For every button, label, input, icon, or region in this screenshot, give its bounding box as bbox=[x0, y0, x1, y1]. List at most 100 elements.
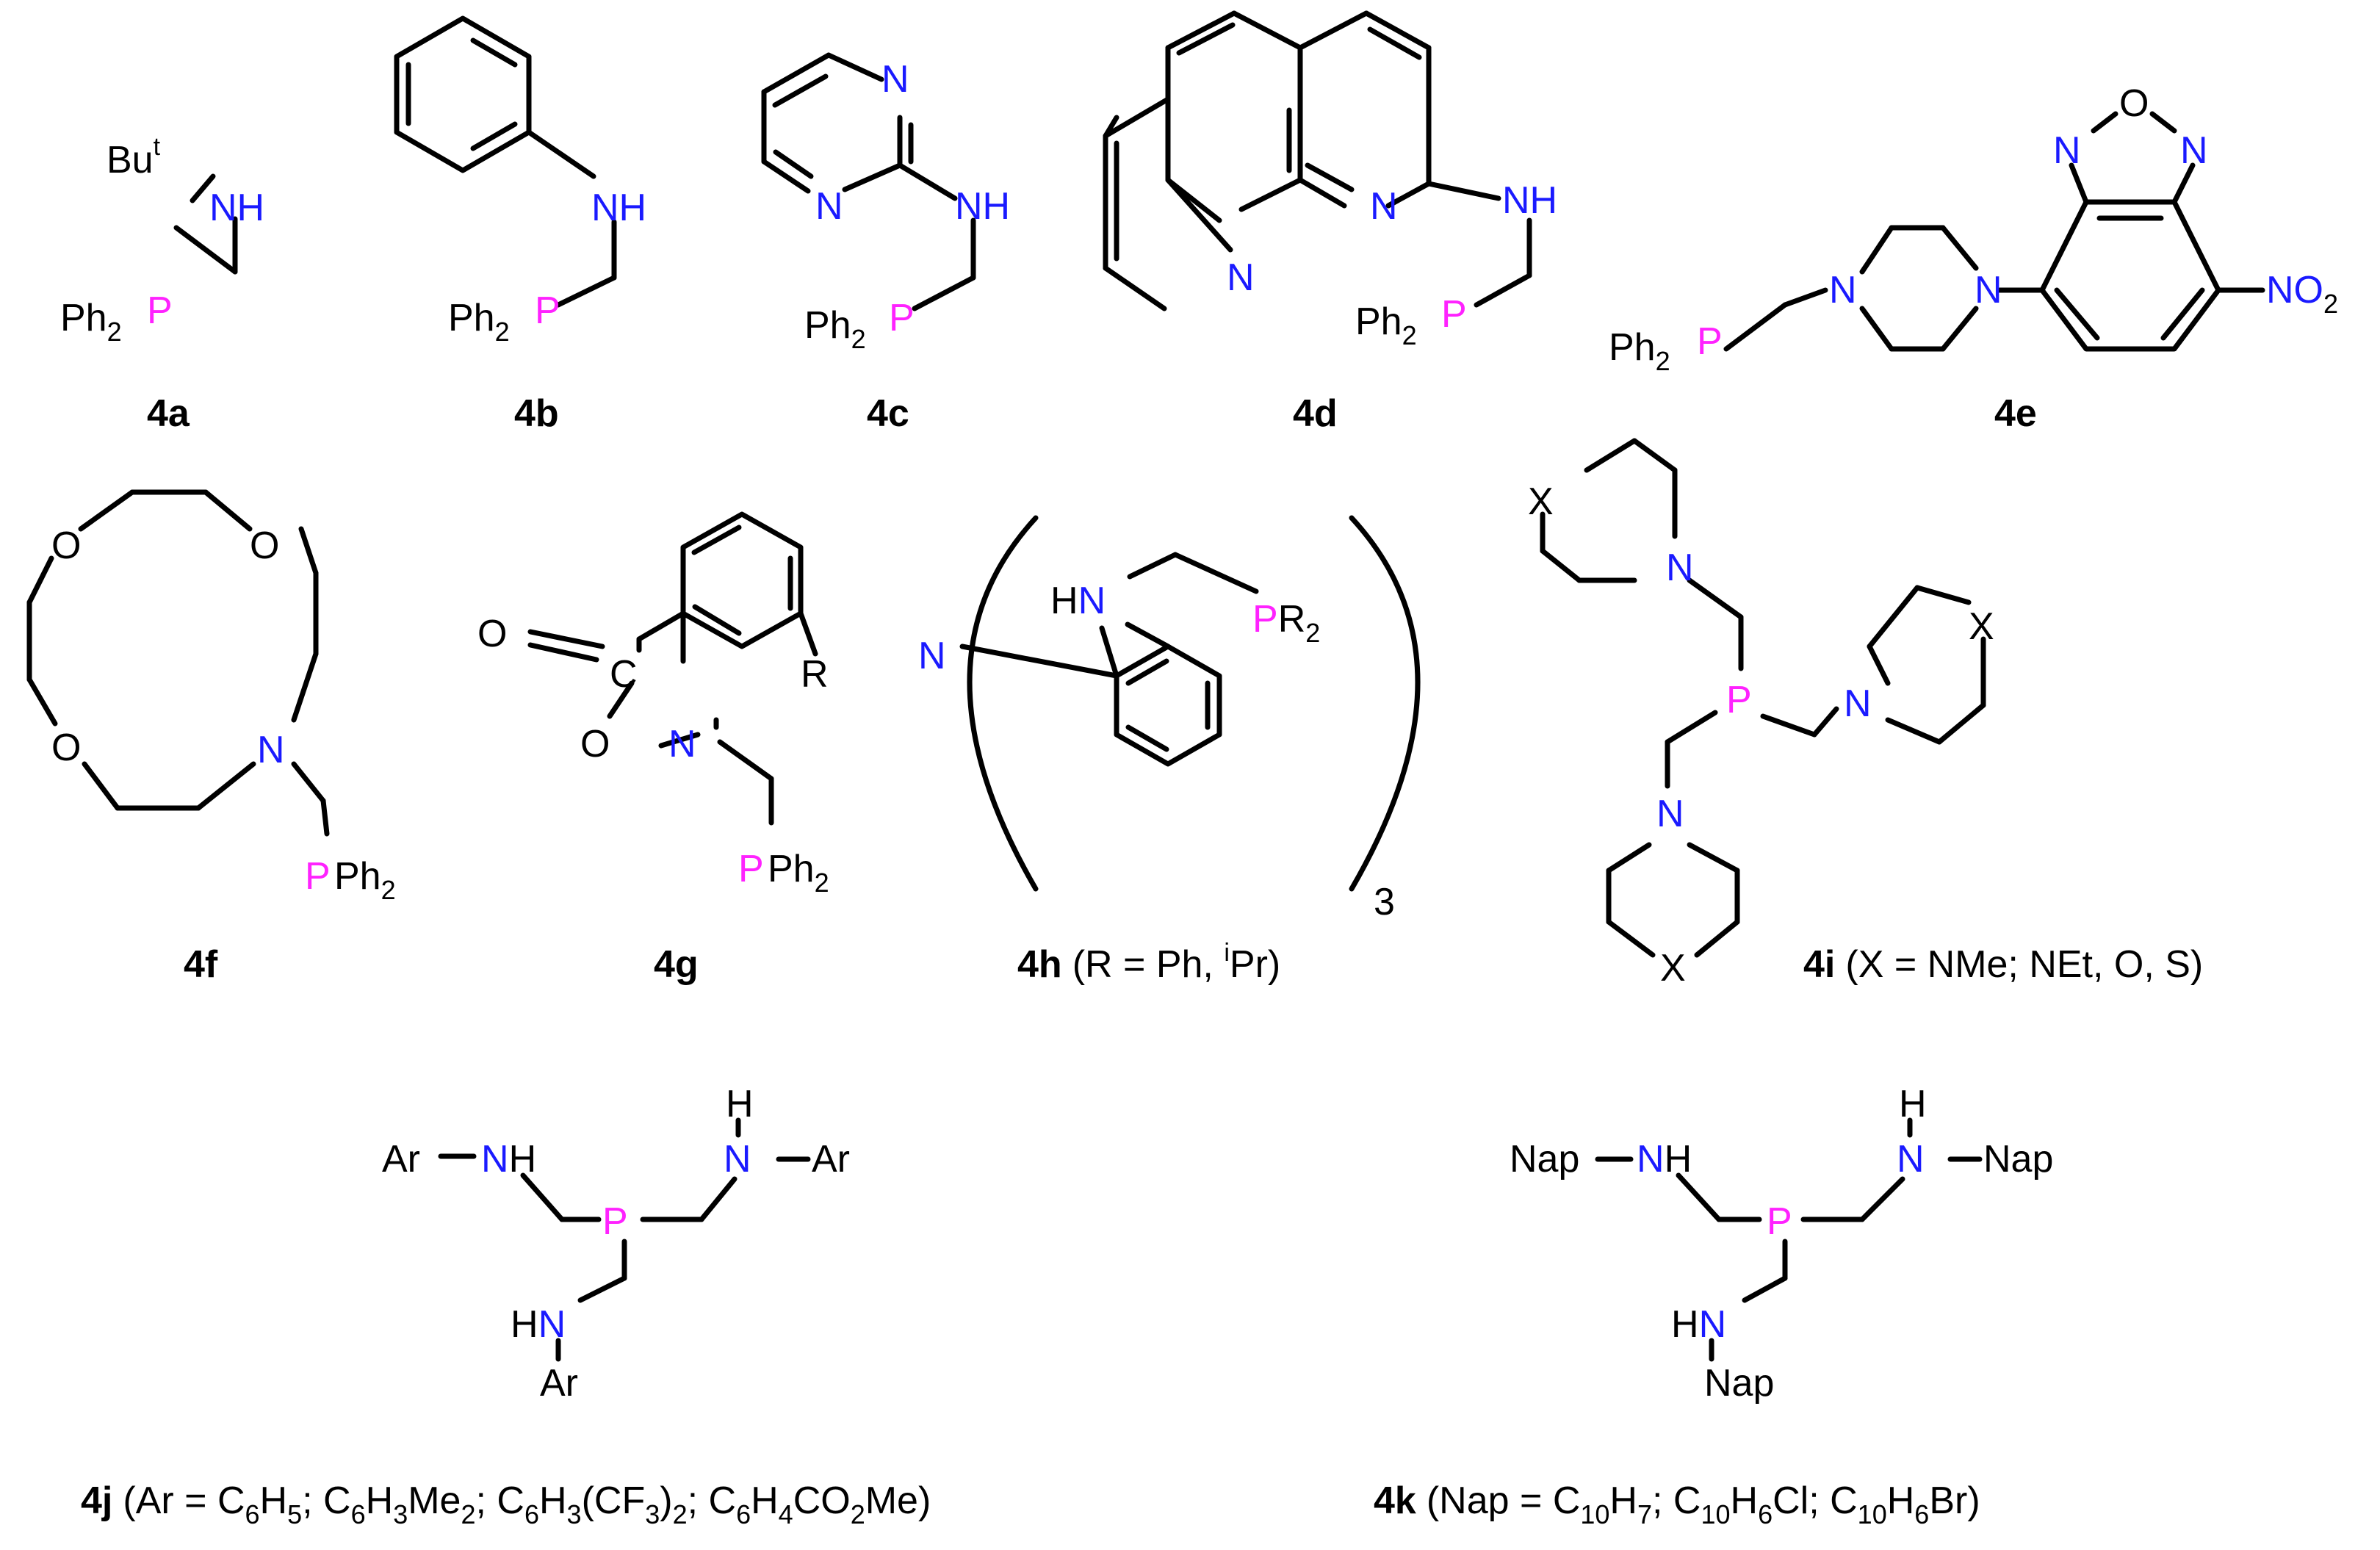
caption-subscript: 7 bbox=[1637, 1499, 1652, 1529]
atom-n: N bbox=[1975, 269, 2002, 311]
compound-number: 4k bbox=[1374, 1479, 1416, 1522]
structure-4k bbox=[1595, 1117, 1983, 1362]
caption-text: H bbox=[539, 1479, 567, 1522]
structure-4b bbox=[394, 15, 617, 308]
atom-n: N bbox=[2180, 129, 2208, 172]
caption-subscript: 6 bbox=[351, 1499, 366, 1529]
atom-n: N bbox=[918, 635, 946, 677]
atom-n: N bbox=[1656, 793, 1684, 835]
atom-n: N bbox=[1844, 682, 1872, 725]
caption-subscript: 6 bbox=[524, 1499, 539, 1529]
caption-text: (Ar = C bbox=[123, 1479, 245, 1522]
caption-text: ; C bbox=[476, 1479, 524, 1522]
atom-hn: HN bbox=[1050, 580, 1106, 622]
atom-bu: But bbox=[107, 133, 161, 181]
caption-subscript: 6 bbox=[1914, 1499, 1929, 1529]
structure-4d bbox=[1103, 10, 1532, 311]
structure-4j bbox=[438, 1117, 811, 1362]
atom-nap: Nap bbox=[1704, 1362, 1774, 1405]
structure-4e bbox=[1723, 111, 2265, 352]
atom-n: N bbox=[1829, 269, 1857, 311]
structure-4a bbox=[173, 173, 238, 275]
atom-nh: NH bbox=[1502, 179, 1557, 222]
structure-4c bbox=[761, 52, 976, 311]
caption-text: H bbox=[260, 1479, 288, 1522]
atom-hn: HN bbox=[511, 1303, 566, 1346]
atom-o: O bbox=[477, 613, 507, 655]
caption-text: Cl; C bbox=[1773, 1479, 1858, 1522]
atom-ph2: Ph2 bbox=[804, 304, 866, 354]
caption-text: H bbox=[1731, 1479, 1759, 1522]
atom-o: O bbox=[51, 727, 81, 769]
atom-ph2: Ph2 bbox=[1355, 300, 1417, 350]
atom-n: N bbox=[1370, 185, 1398, 228]
atom-n: N bbox=[1227, 256, 1255, 299]
caption-subscript: 10 bbox=[1580, 1499, 1609, 1529]
compound-label-4b: 4b bbox=[514, 392, 559, 435]
atom-n: N bbox=[2053, 129, 2081, 172]
atom-o: O bbox=[51, 525, 81, 567]
atom-x: X bbox=[1660, 947, 1686, 990]
compound-label-4d: 4d bbox=[1293, 392, 1338, 435]
atom-nap: Nap bbox=[1983, 1138, 2053, 1180]
atom-ar: Ar bbox=[382, 1138, 420, 1180]
atom-p: P bbox=[738, 848, 764, 890]
structure-4g bbox=[527, 511, 818, 826]
atom-ph2: Ph2 bbox=[334, 855, 396, 905]
compound-label-4c: 4c bbox=[867, 392, 909, 435]
caption-text: ; C bbox=[688, 1479, 736, 1522]
atom-o: O bbox=[580, 723, 610, 765]
caption-text: H bbox=[1609, 1479, 1637, 1522]
caption-subscript: 2 bbox=[673, 1499, 688, 1529]
atom-p: P bbox=[147, 289, 173, 332]
atom-p: P bbox=[602, 1200, 628, 1243]
atom-no2: NO2 bbox=[2266, 269, 2338, 319]
atom-ph2: Ph2 bbox=[768, 848, 829, 898]
subscript-three: 3 bbox=[1374, 881, 1395, 923]
atom-c: C bbox=[610, 653, 638, 696]
atom-n: N bbox=[815, 185, 843, 228]
atom-p: P bbox=[305, 855, 331, 898]
atom-p: P bbox=[1726, 679, 1752, 721]
compound-label-4g: 4g bbox=[654, 943, 699, 986]
atom-ar: Ar bbox=[812, 1138, 850, 1180]
atom-nh: NH bbox=[955, 185, 1010, 228]
caption-subscript: 3 bbox=[567, 1499, 582, 1529]
atom-n: N bbox=[724, 1138, 751, 1180]
caption-text: H bbox=[751, 1479, 779, 1522]
atom-p: P bbox=[1697, 320, 1723, 363]
compound-label-4e: 4e bbox=[1994, 392, 2037, 435]
caption-subscript: 3 bbox=[393, 1499, 408, 1529]
atom-h: H bbox=[726, 1083, 754, 1125]
caption-subscript: 6 bbox=[245, 1499, 260, 1529]
caption-subscript: 4 bbox=[779, 1499, 793, 1529]
atom-n: N bbox=[1666, 547, 1694, 589]
caption-subscript: 10 bbox=[1858, 1499, 1887, 1529]
atom-nh: NH bbox=[591, 187, 646, 229]
compound-label-4i: 4i(X = NMe; NEt, O, S) bbox=[1803, 943, 2203, 986]
atom-nap: Nap bbox=[1510, 1138, 1579, 1180]
atom-ph2: Ph2 bbox=[448, 297, 510, 347]
atom-nh: NH bbox=[209, 187, 264, 229]
structure-4f bbox=[26, 489, 330, 837]
compound-number: 4j bbox=[81, 1479, 112, 1522]
atom-ph2: Ph2 bbox=[60, 297, 122, 347]
compound-label-4k: 4k(Nap = C10H7; C10H6Cl; C10H6Br) bbox=[1374, 1479, 1980, 1529]
structure-4i bbox=[1540, 438, 1986, 958]
structure-4h bbox=[959, 515, 1421, 892]
caption-text: ) bbox=[660, 1479, 672, 1522]
compound-label-4a: 4a bbox=[147, 392, 190, 435]
atom-p: P bbox=[1767, 1200, 1792, 1243]
atom-hn: HN bbox=[1671, 1303, 1726, 1346]
caption-text: (Nap = C bbox=[1427, 1479, 1581, 1522]
atom-p: P bbox=[1441, 293, 1467, 336]
caption-text: CO bbox=[793, 1479, 851, 1522]
atom-n: N bbox=[668, 723, 696, 765]
atom-o: O bbox=[250, 525, 279, 567]
atom-o: O bbox=[2119, 82, 2149, 125]
caption-subscript: 3 bbox=[645, 1499, 660, 1529]
caption-subscript: 2 bbox=[461, 1499, 475, 1529]
atom-p: P bbox=[535, 289, 560, 332]
atom-h: H bbox=[1899, 1083, 1927, 1125]
atom-n: N bbox=[1897, 1138, 1925, 1180]
